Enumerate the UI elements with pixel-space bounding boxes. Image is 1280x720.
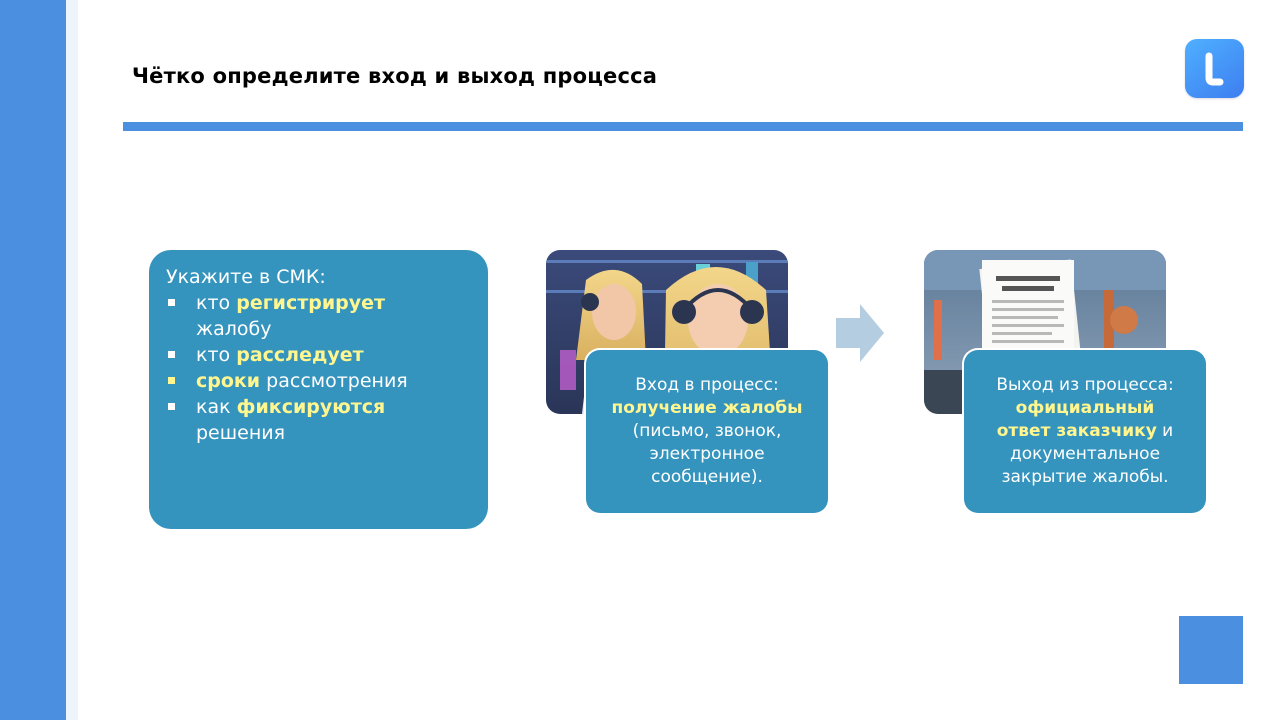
- item-prefix: кто: [196, 344, 237, 366]
- requirements-heading: Укажите в СМК:: [166, 266, 326, 288]
- title-underline: [123, 122, 1243, 131]
- input-detail-3: сообщение).: [651, 467, 763, 487]
- arrow-right-icon: [836, 304, 884, 366]
- item-highlight: сроки: [196, 370, 261, 392]
- list-item: кто регистрирует жалобу: [166, 290, 472, 342]
- output-highlight-1: официальный: [1015, 398, 1155, 418]
- input-highlight: получение жалобы: [611, 398, 803, 418]
- item-prefix: как: [196, 396, 237, 418]
- list-item: сроки рассмотрения: [166, 368, 472, 394]
- output-detail-2: закрытие жалобы.: [1001, 467, 1169, 487]
- process-input-card: Вход в процесс: получение жалобы (письмо…: [586, 350, 828, 513]
- left-accent-bar: [0, 0, 66, 720]
- corner-decoration: [1179, 616, 1243, 684]
- process-output-card: Выход из процесса: официальный ответ зак…: [964, 350, 1206, 513]
- output-after-highlight: и: [1156, 421, 1174, 441]
- brand-logo-icon: [1185, 39, 1244, 98]
- item-line2: жалобу: [196, 318, 272, 340]
- requirements-list: кто регистрирует жалобу кто расследует с…: [166, 290, 472, 446]
- item-highlight: регистрирует: [236, 292, 386, 314]
- requirements-box: Укажите в СМК: кто регистрирует жалобу к…: [149, 250, 488, 529]
- list-item: кто расследует: [166, 342, 472, 368]
- output-highlight-2: ответ заказчику: [996, 421, 1157, 441]
- input-detail-1: (письмо, звонок,: [632, 421, 782, 441]
- left-accent-bar-light: [66, 0, 78, 720]
- item-prefix: кто: [196, 292, 237, 314]
- output-detail-1: документальное: [1009, 444, 1161, 464]
- input-detail-2: электронное: [649, 444, 765, 464]
- item-highlight: фиксируются: [236, 396, 386, 418]
- output-label: Выход из процесса:: [996, 375, 1174, 395]
- item-suffix: рассмотрения: [260, 370, 408, 392]
- slide-title: Чётко определите вход и выход процесса: [132, 64, 658, 88]
- item-highlight: расследует: [236, 344, 364, 366]
- item-line2: решения: [196, 422, 286, 444]
- list-item: как фиксируются решения: [166, 394, 472, 446]
- input-label: Вход в процесс:: [635, 375, 779, 395]
